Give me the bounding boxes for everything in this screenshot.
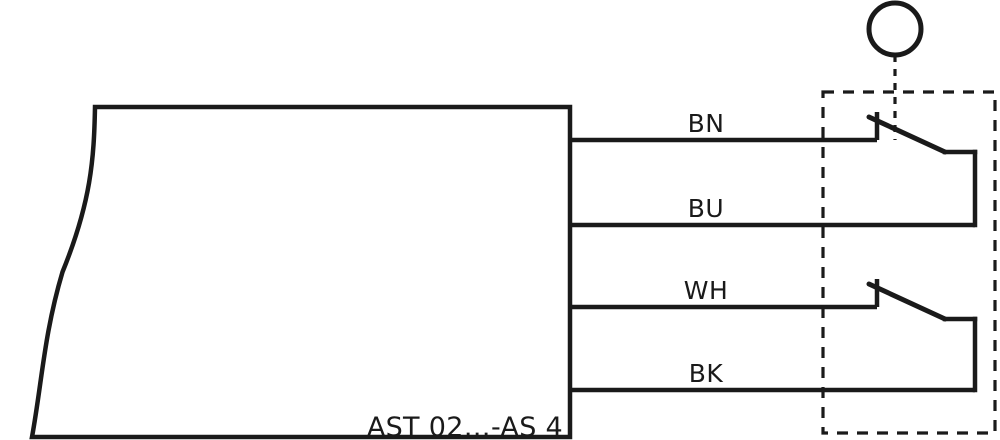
wire-label-wh: WH — [683, 276, 729, 305]
wire-label-bn: BN — [687, 109, 725, 138]
wire-group — [570, 137, 975, 393]
switch-lower[interactable] — [866, 279, 978, 322]
actuator-group — [866, 0, 924, 140]
device-type-label: AST 02…-AS 4 — [366, 412, 563, 440]
actuator-circle — [866, 0, 924, 58]
device-block — [29, 104, 573, 440]
enclosure-dashed-box — [821, 90, 997, 435]
wire-label-bk: BK — [688, 359, 724, 388]
device-outline — [29, 104, 573, 440]
switch-upper[interactable] — [866, 112, 978, 155]
switch-upper-blade — [866, 114, 948, 155]
wire-label-bu: BU — [687, 194, 725, 223]
switch-lower-blade — [866, 281, 948, 322]
